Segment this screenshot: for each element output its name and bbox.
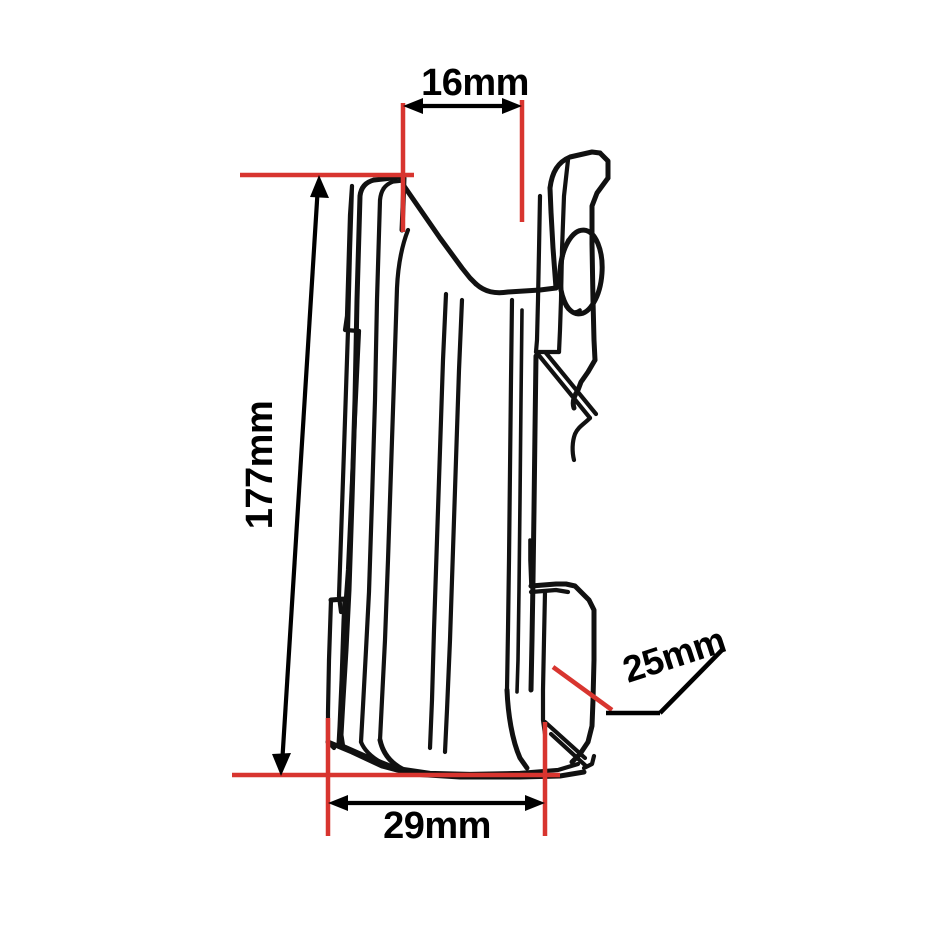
bottom-right-brace-upper [542,719,588,761]
dim-label-177mm: 177mm [239,401,281,529]
left-leg-bottom-curve [377,737,407,773]
bottom-right-brace-lower [548,731,589,769]
dimension-25mm: 25mm [551,619,730,716]
bottom-right-block-top-edge [528,587,571,595]
notch-valley-floor [473,281,559,296]
upper-notch-slope-left [401,183,479,287]
center-rib-right-line [442,297,465,755]
dimension-16mm: 16mm [400,62,529,232]
center-groove-left-wall [377,227,411,743]
dim-label-29mm: 29mm [383,805,491,847]
top-left-tab-edge [390,179,404,184]
ext-line-25mm-diagonal [551,665,614,712]
dimension-177mm: 177mm [232,172,560,778]
left-body-inner-edge [358,179,395,745]
boss-right-outer-edge [589,175,611,363]
right-body-outer-edge [528,353,539,693]
boss-upper-right-face [597,150,611,181]
boss-top-edge [547,149,603,191]
dimension-29mm: 29mm [325,718,548,847]
foot-left-heel-curve [358,739,391,769]
part-geometry [325,149,611,780]
arrowhead-16mm-right [502,98,522,114]
bottom-right-block-left-edge [540,589,548,737]
leader-line-25mm-slant [658,648,724,715]
arrowhead-16mm-left [403,98,423,114]
bottom-right-block-outline [528,581,597,765]
left-body-outer-edge [338,177,377,751]
right-leg-bottom-curve [504,687,530,771]
right-panel-mid-line [515,308,524,694]
mounting-hole-inner [559,238,582,314]
dim-label-16mm: 16mm [421,62,529,104]
dim-line-177mm [279,184,321,766]
boss-plate-left-edge [533,193,543,355]
boss-chamfer-brace-lower [543,350,599,417]
upper-notch-right-wall [547,185,559,291]
arrowhead-29mm-right [525,795,545,811]
dim-label-25mm: 25mm [618,619,730,690]
arrowhead-177mm-bottom [272,753,291,776]
boss-lower-right-edge [570,357,598,411]
right-body-inner-edge [504,297,515,693]
right-shoulder-connector [528,538,533,588]
bottom-left-tab [328,596,348,747]
boss-tail-curl [570,415,593,463]
boss-chamfer-brace-upper [534,350,593,421]
center-rib-left-line [427,291,449,751]
arrowhead-177mm-top [310,175,329,198]
bottom-right-foot-tip [581,753,597,771]
arrowhead-29mm-left [328,795,348,811]
